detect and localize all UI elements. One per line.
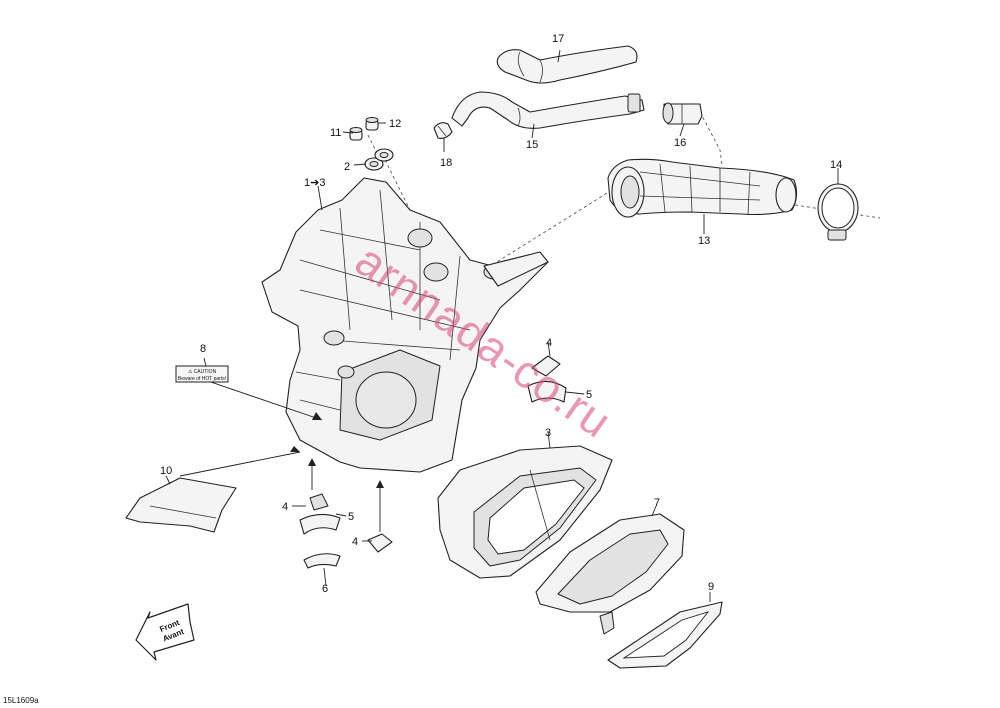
callout-6: 6: [322, 583, 328, 595]
callout-7: 7: [654, 497, 660, 509]
callout-2: 2: [344, 161, 350, 173]
callout-17: 17: [552, 33, 564, 45]
caution-label-line1: ⚠ CAUTION: [188, 369, 217, 375]
part-9-filter-element: [599, 601, 723, 669]
part-15-hose: [451, 91, 645, 129]
document-reference: 15L1609a: [3, 696, 39, 705]
part-7-filter-cover: [535, 513, 685, 613]
leader-lines: [165, 49, 839, 602]
callout-4-lower: 4: [352, 536, 358, 548]
callout-18: 18: [440, 157, 452, 169]
callout-5-left: 5: [348, 511, 354, 523]
part-1-airbox-housing: [261, 177, 549, 473]
leader-arrowheads: [290, 412, 384, 488]
part-8-caution-label: ⚠ CAUTION Beware of HOT parts!: [175, 365, 229, 383]
callout-11: 11: [330, 127, 341, 139]
callout-15: 15: [526, 139, 538, 151]
callout-5-right: 5: [586, 389, 592, 401]
callout-8: 8: [200, 343, 206, 355]
callout-4-left: 4: [282, 501, 288, 513]
callout-3: 3: [545, 427, 551, 439]
part-14-hose-clamp: [817, 183, 859, 241]
callout-labels: 1➔3 2 3 4 5 4 5 4 6 7 8 9 10 11 12 13 14…: [160, 33, 842, 595]
front-direction-arrow: Front Avant: [135, 603, 195, 661]
callout-12: 12: [389, 118, 401, 130]
callout-13: 13: [698, 235, 710, 247]
part-10-heat-shield: [125, 477, 237, 533]
callout-4-right: 4: [546, 337, 552, 349]
part-16-fitting: [662, 102, 703, 125]
callout-10: 10: [160, 465, 172, 477]
caution-label-line2: Beware of HOT parts!: [178, 376, 226, 382]
parts-small-caps: [349, 117, 394, 171]
parts-4-5-brackets-left: [299, 493, 393, 569]
part-17-hose: [496, 45, 638, 84]
callout-1-3: 1➔3: [304, 177, 325, 189]
part-18-clamp: [433, 122, 453, 139]
part-3-filter-frame: [437, 445, 613, 579]
parts-4-5-brackets-right: [527, 355, 567, 403]
callout-16: 16: [674, 137, 686, 149]
part-13-intake-duct: [607, 158, 798, 218]
callout-9: 9: [708, 581, 714, 593]
callout-14: 14: [830, 159, 842, 171]
